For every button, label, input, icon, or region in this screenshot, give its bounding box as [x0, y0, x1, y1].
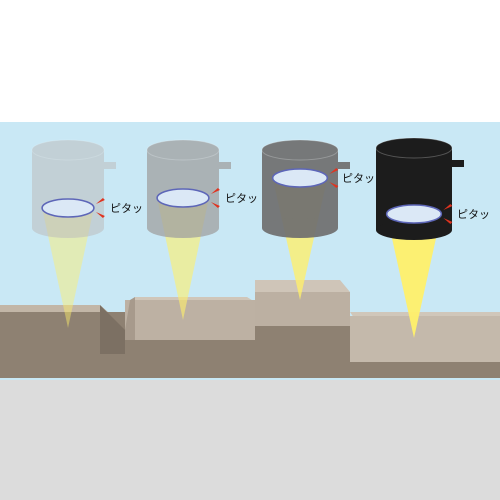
sensor-3-body [261, 139, 350, 238]
sensor-body-top [261, 139, 339, 161]
step-2-face [125, 300, 255, 344]
sensor-body-bottom [147, 218, 219, 238]
sensor-4-label: ピタッ [457, 208, 490, 221]
sensor-1-light-beam [42, 208, 94, 328]
sensor-4-contact-mark-upper [443, 204, 453, 210]
step-2-front [125, 340, 255, 354]
sensor-2: ピタッ [146, 139, 258, 320]
sensor-3-contact-mark-lower [329, 182, 339, 188]
sensor-3: ピタッ [261, 139, 375, 300]
sensor-3-contact-mark-upper [329, 168, 339, 174]
sensor-3-label: ピタッ [342, 172, 375, 185]
step-4-face [350, 316, 500, 362]
sensor-body-bottom [32, 218, 104, 238]
step-2-edge [125, 297, 135, 344]
floor-background [0, 380, 500, 500]
sensor-body-top [375, 137, 453, 159]
sensor-2-contact-mark-lower [210, 202, 220, 208]
sensor-4-contact-mark-lower [443, 218, 453, 224]
sensor-4-light-beam [386, 214, 442, 338]
sensor-1-lens [41, 198, 95, 218]
top-white-band [0, 0, 500, 122]
stepped-workpiece [0, 280, 500, 378]
step-3-face [255, 292, 350, 326]
sensor-2-lens [156, 188, 210, 208]
sensor-3-lens [271, 168, 329, 188]
sensor-4-body [375, 137, 464, 240]
sensor-connector [336, 162, 350, 169]
step-1-top [0, 305, 108, 312]
sensor-1-body [31, 139, 116, 238]
sensor-connector [217, 162, 231, 169]
step-1-side [100, 305, 125, 354]
sensor-body-top [146, 139, 220, 161]
step-3-front [255, 326, 350, 354]
sensor-4-lens [385, 204, 443, 224]
sensor-body-side [262, 150, 338, 228]
sensor-connector [450, 160, 464, 167]
step-4-front [350, 362, 500, 378]
sensor-4: ピタッ [375, 137, 490, 338]
sensor-body-bottom [262, 218, 338, 238]
sensor-connector [102, 162, 116, 169]
sensor-2-label: ピタッ [225, 192, 258, 205]
sensor-1-contact-mark-upper [95, 198, 105, 204]
sensor-1-label: ピタッ [110, 202, 143, 215]
sensor-1-contact-mark-lower [95, 212, 105, 218]
sensor-body-top [31, 139, 105, 161]
sensor-body-bottom [376, 220, 452, 240]
sensor-1: ピタッ [31, 139, 143, 328]
sensor-2-contact-mark-upper [210, 188, 220, 194]
